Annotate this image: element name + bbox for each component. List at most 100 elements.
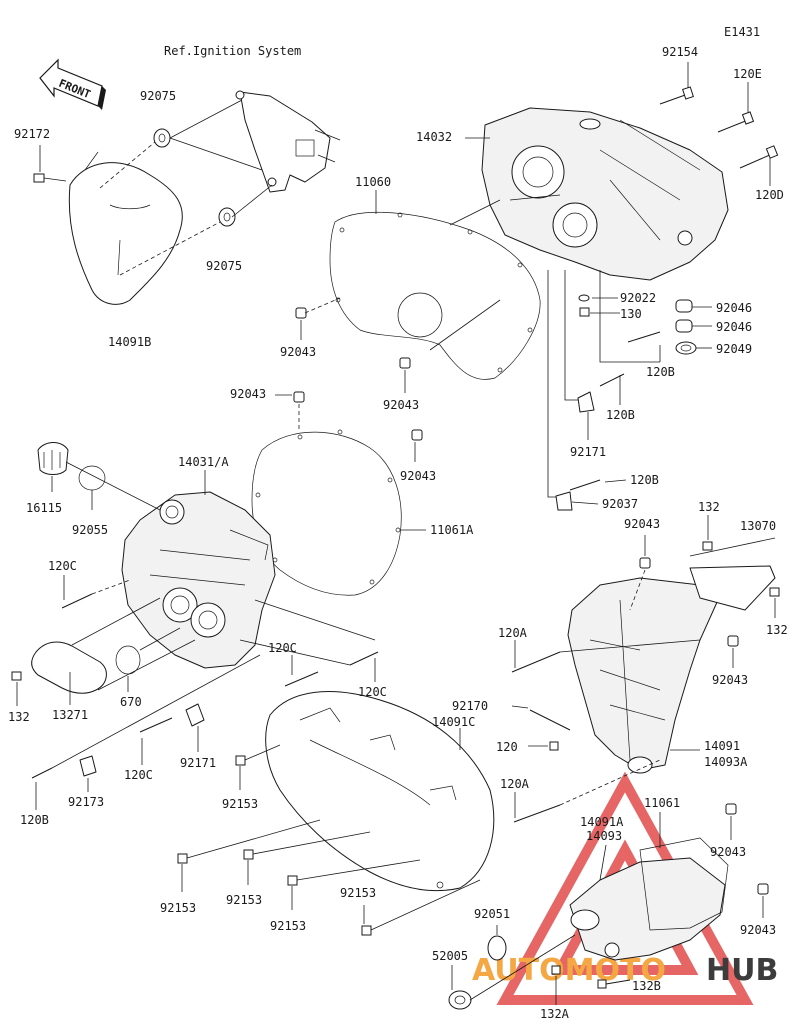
label-16115: 16115 bbox=[26, 501, 62, 515]
collar-92046-b bbox=[675, 319, 693, 333]
label-14032: 14032 bbox=[416, 130, 452, 144]
clamp-92171-lower bbox=[185, 703, 205, 727]
label-92051: 92051 bbox=[474, 907, 510, 921]
label-132A: 132A bbox=[540, 1007, 570, 1021]
bracket-13070 bbox=[689, 565, 776, 611]
dowel-92043-d bbox=[411, 429, 423, 441]
bolt-130 bbox=[579, 307, 590, 317]
label-120A-upper: 120A bbox=[498, 626, 528, 640]
label-92046-a: 92046 bbox=[716, 301, 752, 315]
bolt-120A-lower bbox=[513, 804, 561, 823]
label-14091A: 14091A bbox=[580, 815, 624, 829]
dowel-92043-g bbox=[725, 803, 737, 815]
bolt-120A-upper bbox=[511, 651, 561, 673]
gasket-11060 bbox=[329, 211, 541, 380]
label-92043-e: 92043 bbox=[624, 517, 660, 531]
screw-132-right bbox=[769, 587, 780, 597]
part-14031A-cover bbox=[121, 491, 276, 669]
grommet-92075-upper bbox=[153, 128, 171, 148]
label-92043-g: 92043 bbox=[710, 845, 746, 859]
label-670: 670 bbox=[120, 695, 142, 709]
label-11061: 11061 bbox=[644, 796, 680, 810]
ignition-bracket bbox=[235, 90, 341, 193]
label-120: 120 bbox=[496, 740, 518, 754]
label-11061A: 11061A bbox=[430, 523, 474, 537]
watermark-brand-2: HUB bbox=[706, 953, 778, 988]
label-92043-c: 92043 bbox=[230, 387, 266, 401]
o-ring-92055 bbox=[78, 465, 106, 491]
gasket-11061 bbox=[639, 837, 729, 931]
bolt-120B-lower bbox=[569, 479, 601, 491]
label-92022: 92022 bbox=[620, 291, 656, 305]
bolt-92153-c bbox=[243, 849, 254, 860]
label-92046-b: 92046 bbox=[716, 320, 752, 334]
label-11060: 11060 bbox=[355, 175, 391, 189]
dowel-92043-e bbox=[639, 557, 651, 569]
seal-92049 bbox=[675, 341, 697, 355]
label-120B-left: 120B bbox=[20, 813, 49, 827]
label-13271: 13271 bbox=[52, 708, 88, 722]
bolt-120B-mid bbox=[599, 373, 625, 387]
label-120C-d: 120C bbox=[124, 768, 153, 782]
seal-92051 bbox=[487, 935, 507, 961]
washer-92022 bbox=[578, 294, 590, 302]
label-92153-e: 92153 bbox=[340, 886, 376, 900]
bolt-92153-a bbox=[235, 755, 246, 766]
label-92043-h: 92043 bbox=[740, 923, 776, 937]
label-14031A: 14031/A bbox=[178, 455, 229, 469]
label-14093: 14093 bbox=[586, 829, 622, 843]
label-92075-lower: 92075 bbox=[206, 259, 242, 273]
bolt-120C-b bbox=[284, 671, 319, 687]
bolt-120B-left bbox=[31, 767, 53, 779]
part-14091C-cover bbox=[265, 691, 495, 892]
label-92153-d: 92153 bbox=[270, 919, 306, 933]
label-92043-d: 92043 bbox=[400, 469, 436, 483]
screw-92172 bbox=[33, 173, 67, 183]
label-92172: 92172 bbox=[14, 127, 50, 141]
label-130: 130 bbox=[620, 307, 642, 321]
label-14091C: 14091C bbox=[432, 715, 475, 729]
label-92153-b: 92153 bbox=[160, 901, 196, 915]
label-13070: 13070 bbox=[740, 519, 776, 533]
bolt-132B bbox=[597, 979, 631, 989]
label-14091: 14091 bbox=[704, 739, 740, 753]
bolt-120B-upper bbox=[627, 331, 661, 343]
label-120D: 120D bbox=[755, 188, 784, 202]
label-92055: 92055 bbox=[72, 523, 108, 537]
label-120E: 120E bbox=[733, 67, 762, 81]
label-14093A: 14093A bbox=[704, 755, 748, 769]
dowel-92043-f bbox=[727, 635, 739, 647]
front-arrow-icon: FRONT bbox=[39, 58, 106, 110]
label-92075-upper: 92075 bbox=[140, 89, 176, 103]
bolt-92153-b bbox=[177, 853, 188, 864]
screw-132-top bbox=[702, 541, 713, 551]
oil-cap-16115 bbox=[37, 442, 69, 475]
grommet-92075-lower bbox=[218, 207, 236, 227]
label-92173: 92173 bbox=[68, 795, 104, 809]
label-120C-c: 120C bbox=[358, 685, 387, 699]
bolt-120E bbox=[717, 111, 755, 133]
label-120B-lower: 120B bbox=[630, 473, 659, 487]
label-92171-upper: 92171 bbox=[570, 445, 606, 459]
part-14091B-cover bbox=[68, 151, 183, 305]
label-132-left: 132 bbox=[8, 710, 30, 724]
bolt-120C-c bbox=[349, 651, 379, 666]
label-92153-c: 92153 bbox=[226, 893, 262, 907]
label-52005: 52005 bbox=[432, 949, 468, 963]
collar-92046-a bbox=[675, 299, 693, 313]
label-92043-b: 92043 bbox=[383, 398, 419, 412]
bolt-92153-d bbox=[287, 875, 298, 886]
label-132-top: 132 bbox=[698, 500, 720, 514]
part-14032-inner-cover bbox=[481, 107, 729, 281]
label-92049: 92049 bbox=[716, 342, 752, 356]
bolt-92153-e bbox=[361, 925, 372, 936]
dowel-92043-b bbox=[399, 357, 411, 369]
clamp-92173 bbox=[79, 755, 97, 777]
label-92043-f: 92043 bbox=[712, 673, 748, 687]
label-120C-b: 120C bbox=[268, 641, 297, 655]
bolt-120-mid bbox=[549, 741, 559, 751]
label-92153-a: 92153 bbox=[222, 797, 258, 811]
label-92043-a: 92043 bbox=[280, 345, 316, 359]
watermark-brand-1: AUTOMOTO bbox=[472, 953, 666, 988]
